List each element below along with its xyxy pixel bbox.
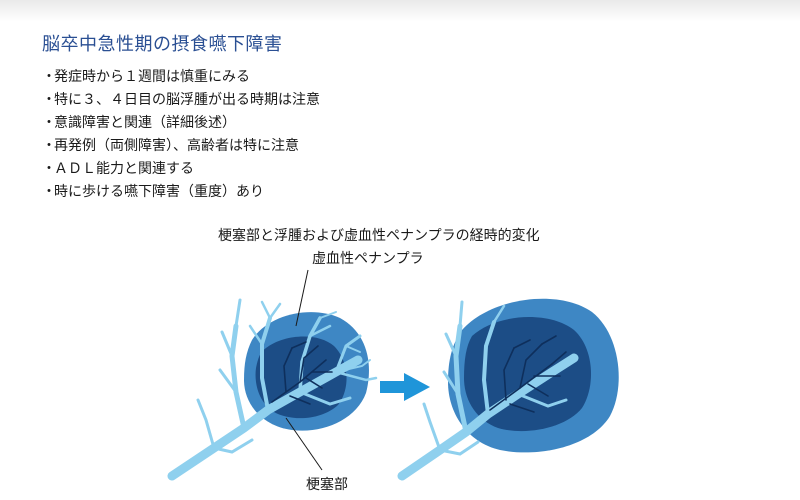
early-infarct-branches [271,341,333,405]
penumbra-label: 虚血性ペナンプラ [312,251,424,267]
infarct-leader-line [285,417,323,471]
header-band [0,0,800,22]
bullet-marker: ・ [42,115,56,131]
list-item: ・時に歩ける嚥下障害（重度）あり [42,181,320,204]
late-vessel-tree [397,300,579,481]
bullet-marker: ・ [42,138,56,154]
bullet-marker: ・ [42,92,56,108]
bullet-text: 意識障害と関連（詳細後述） [54,115,236,131]
bullet-text: 再発例（両側障害）、高齢者は特に注意 [54,138,299,154]
bullet-marker: ・ [42,161,56,177]
list-item: ・ＡＤＬ能力と関連する [42,158,320,181]
bullet-marker: ・ [42,69,56,85]
early-stage [167,298,378,481]
bullet-text: 時に歩ける嚥下障害（重度）あり [54,184,264,200]
penumbra-leader-line [295,269,309,327]
bullet-text: 特に３、４日目の脳浮腫が出る時期は注意 [54,92,320,108]
diagram-title: 梗塞部と浮腫および虚血性ペナンプラの経時的変化 [218,228,540,244]
list-item: ・再発例（両側障害）、高齢者は特に注意 [42,135,320,158]
list-item: ・特に３、４日目の脳浮腫が出る時期は注意 [42,89,320,112]
bullet-list: ・発症時から１週間は慎重にみる ・特に３、４日目の脳浮腫が出る時期は注意 ・意識… [42,66,320,204]
list-item: ・発症時から１週間は慎重にみる [42,66,320,89]
bullet-marker: ・ [42,184,56,200]
bullet-text: ＡＤＬ能力と関連する [54,161,194,177]
progression-arrow [380,373,430,401]
infarct-label: 梗塞部 [306,477,348,493]
late-stage [397,298,619,481]
page-title: 脳卒中急性期の摂食嚥下障害 [42,34,283,55]
late-infarct-branches [489,335,567,413]
list-item: ・意識障害と関連（詳細後述） [42,112,320,135]
bullet-text: 発症時から１週間は慎重にみる [54,69,250,85]
